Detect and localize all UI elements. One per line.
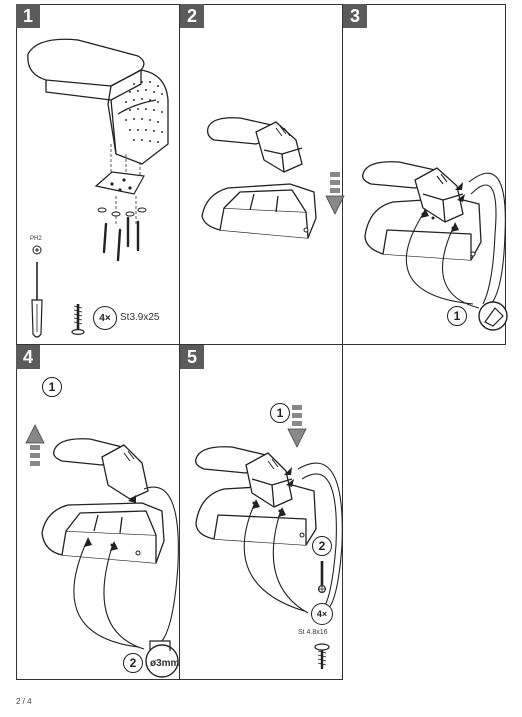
step-1-panel: 1	[16, 4, 179, 344]
armrest-removal-illustration	[25, 424, 179, 678]
armrest-mount-illustration	[201, 117, 345, 239]
arrow-down-icon	[287, 405, 307, 448]
step-4-drill-spec: ø3mm	[150, 658, 180, 669]
page-number: 2 / 4	[16, 697, 32, 706]
step-4-number: 4	[16, 345, 40, 369]
step-5-panel: 5 1	[180, 345, 343, 680]
step-4-callout-top: 1	[42, 377, 62, 397]
step-1-qty-badge: 4×	[93, 306, 117, 330]
screw-icon	[71, 304, 85, 336]
step-3-panel: 3	[343, 4, 508, 344]
step-5-callout-top: 1	[270, 403, 290, 423]
bolt-icon	[314, 643, 330, 669]
grid-divider-h	[16, 344, 506, 345]
step-4-callout-bottom: 2	[123, 653, 143, 673]
step-3-number: 3	[343, 4, 367, 28]
armrest-fastening-illustration	[195, 405, 343, 669]
grid-border-right	[505, 4, 506, 345]
armrest-exploded-illustration	[27, 38, 169, 338]
step-3-callout: 1	[447, 306, 467, 326]
step-4-panel: 4 1	[16, 345, 179, 680]
step-1-screw-spec: St3.9x25	[120, 312, 160, 323]
grid-divider-v2	[342, 4, 343, 680]
screw-icon	[318, 561, 327, 594]
step-1-number: 1	[16, 4, 40, 28]
armrest-assembled-illustration	[362, 161, 508, 331]
step-5-number: 5	[180, 345, 204, 369]
tool-label: PH2	[30, 236, 42, 242]
arrow-up-icon	[25, 424, 45, 466]
step-2-panel: 2	[180, 4, 345, 344]
grid-divider-v1	[179, 4, 180, 680]
grid-border-top	[16, 4, 506, 5]
step-5-screw-spec: St 4.8x16	[298, 629, 328, 636]
step-5-callout-mid: 2	[312, 536, 332, 556]
grid-border-left	[16, 4, 17, 680]
step-5-qty-badge: 4×	[311, 603, 333, 625]
instruction-sheet: 1	[16, 4, 508, 680]
arrow-down-icon	[325, 172, 345, 215]
step-2-number: 2	[180, 4, 204, 28]
screwdriver-icon	[31, 245, 43, 338]
